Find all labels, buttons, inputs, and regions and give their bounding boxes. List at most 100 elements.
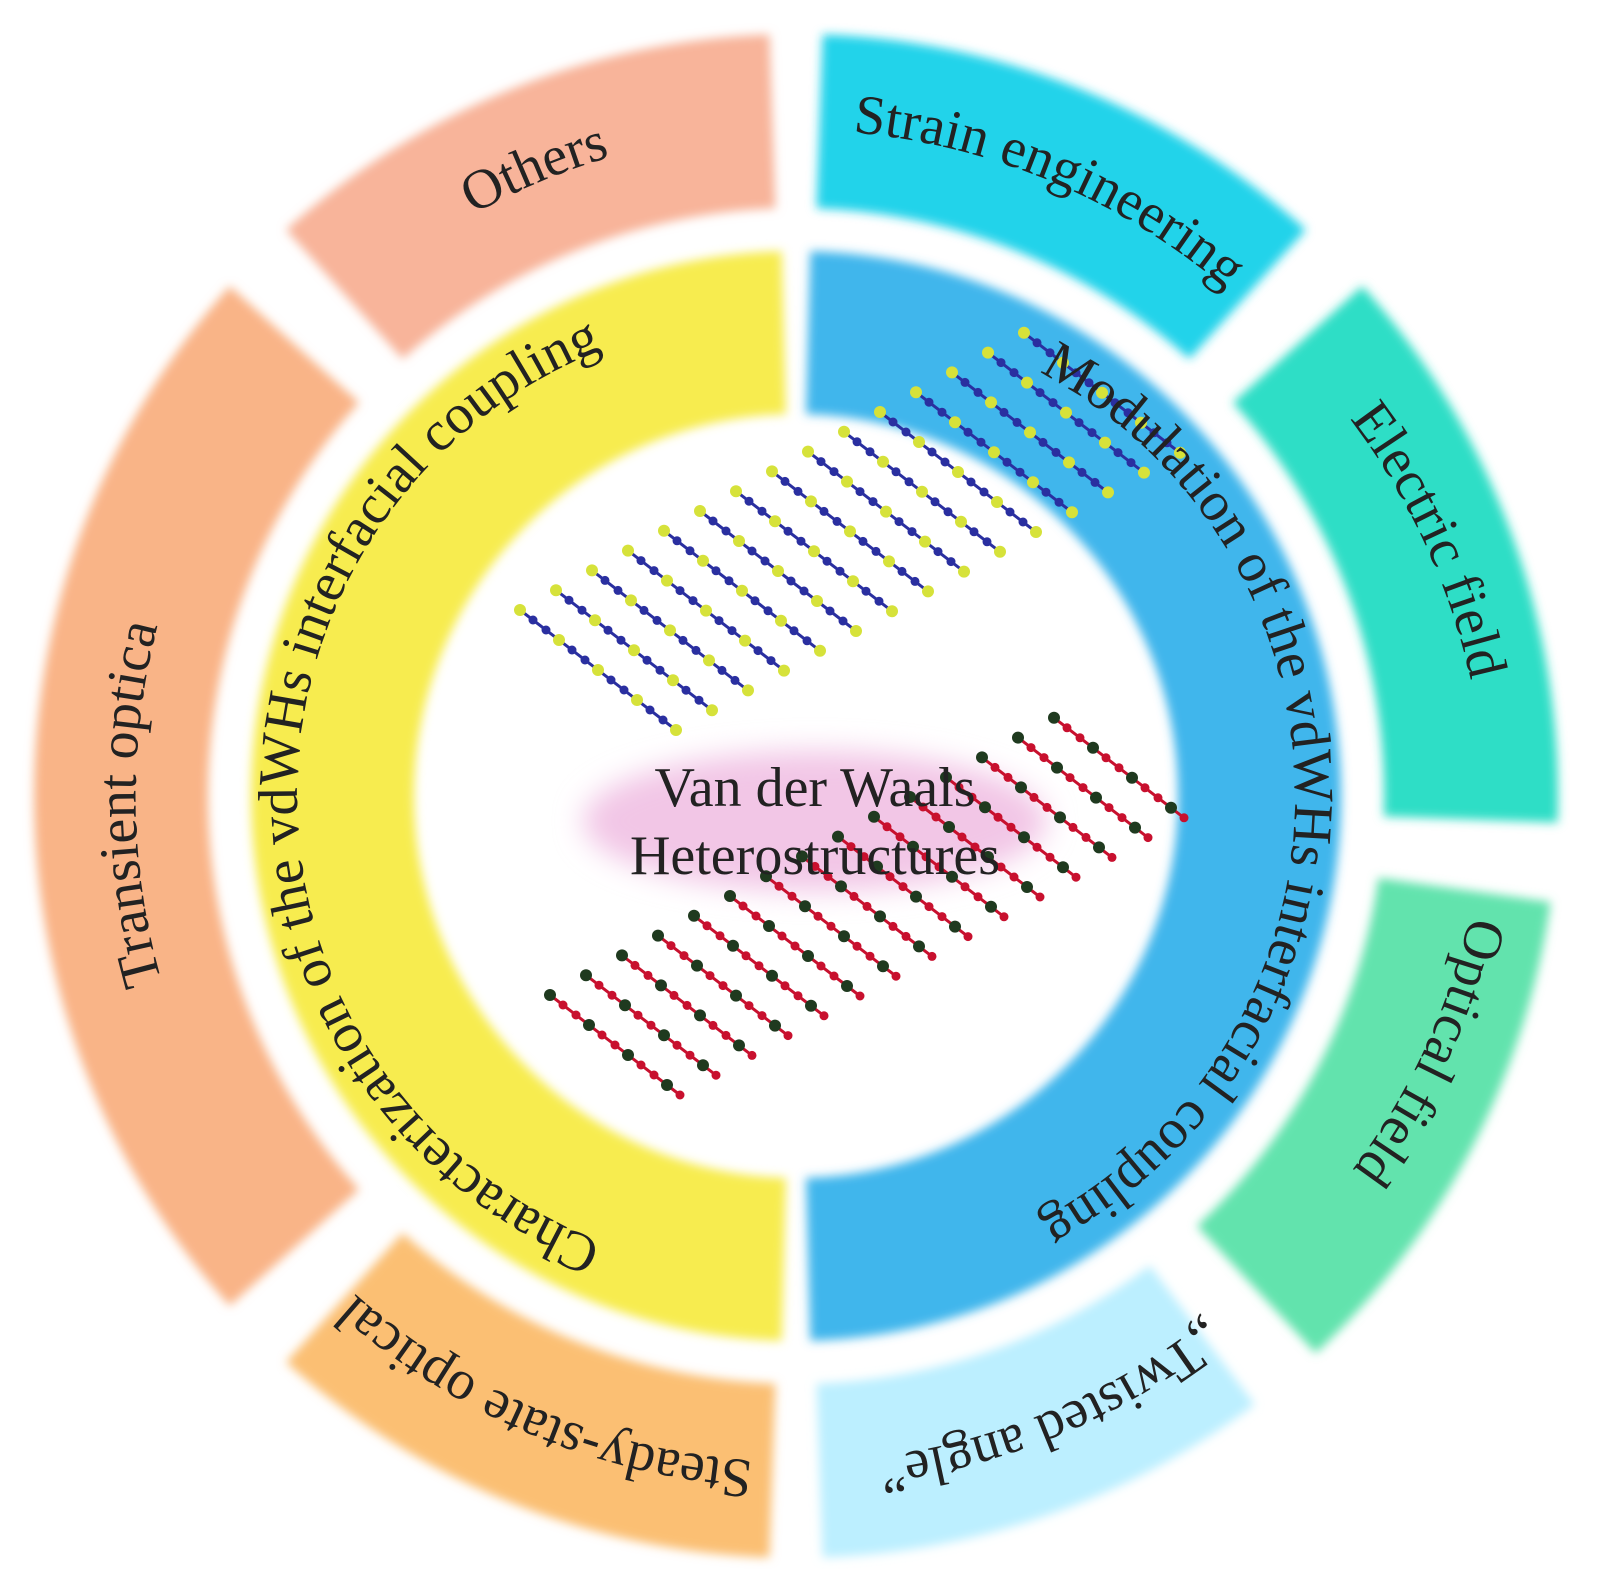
lower-atom xyxy=(610,1040,620,1050)
upper-atom xyxy=(772,565,784,577)
lower-atom xyxy=(1165,801,1177,814)
upper-atom xyxy=(796,536,806,546)
upper-atom xyxy=(930,497,940,507)
upper-atom xyxy=(541,625,551,635)
lower-atom xyxy=(816,961,826,971)
upper-atom xyxy=(721,526,731,536)
lower-atom xyxy=(946,870,958,883)
upper-atom xyxy=(819,506,829,516)
upper-atom xyxy=(808,545,820,558)
lower-atom xyxy=(760,870,772,883)
segment-twisted-angle xyxy=(816,1265,1255,1558)
upper-atom xyxy=(708,516,718,526)
upper-atom xyxy=(988,446,1000,459)
lower-atom xyxy=(829,971,839,981)
upper-atom xyxy=(861,586,871,596)
lower-atom xyxy=(669,990,679,1000)
upper-atom xyxy=(1048,398,1058,408)
lower-atom xyxy=(927,951,937,961)
upper-atom xyxy=(799,586,809,596)
upper-atom xyxy=(1087,428,1097,438)
lower-atom xyxy=(757,1011,767,1021)
lower-atom xyxy=(633,1010,643,1020)
upper-atom xyxy=(996,358,1006,368)
upper-atom xyxy=(739,634,751,647)
lower-atom xyxy=(1114,763,1124,773)
lower-atom xyxy=(862,901,872,911)
upper-atom xyxy=(973,387,983,397)
upper-atom xyxy=(793,486,803,496)
lower-atom xyxy=(868,810,880,823)
lower-atom xyxy=(904,791,916,803)
upper-atom xyxy=(958,565,970,578)
lower-atom xyxy=(649,1070,659,1080)
lower-atom xyxy=(823,871,833,881)
lower-atom xyxy=(918,802,928,812)
upper-atom xyxy=(891,467,901,477)
upper-atom xyxy=(628,644,640,657)
upper-atom xyxy=(603,625,613,635)
upper-atom xyxy=(694,505,706,517)
upper-atom xyxy=(924,397,934,407)
upper-atom xyxy=(1084,378,1094,388)
lower-atom xyxy=(744,1001,754,1011)
upper-atom xyxy=(691,645,701,655)
upper-atom xyxy=(886,605,898,618)
upper-atom xyxy=(1074,418,1084,428)
lower-atom xyxy=(1090,791,1102,804)
upper-atom xyxy=(586,564,598,577)
lower-atom xyxy=(999,912,1009,922)
lower-atom xyxy=(1035,892,1045,902)
segment-transient-optical xyxy=(33,286,360,1306)
upper-atom xyxy=(528,615,538,625)
lower-atom xyxy=(688,909,700,922)
lower-atom xyxy=(790,941,800,951)
lower-atom xyxy=(730,989,742,1002)
upper-atom xyxy=(838,425,850,438)
lower-atom xyxy=(675,1090,685,1100)
upper-atom xyxy=(550,584,562,597)
lower-atom xyxy=(1021,881,1033,893)
upper-atom xyxy=(871,546,881,556)
upper-atom xyxy=(760,556,770,566)
upper-atom xyxy=(1099,436,1111,449)
upper-atom xyxy=(960,377,970,387)
upper-atom xyxy=(1054,497,1064,507)
upper-atom xyxy=(904,477,914,487)
upper-atom xyxy=(1102,486,1114,499)
lower-atom xyxy=(1153,793,1163,803)
upper-atom xyxy=(670,724,682,736)
upper-atom xyxy=(1021,376,1033,389)
upper-atom xyxy=(625,594,637,607)
lower-atom xyxy=(1006,822,1016,832)
segment-optical-field xyxy=(1197,877,1551,1354)
lower-atom xyxy=(1026,743,1036,753)
lower-atom xyxy=(910,890,922,903)
upper-atom xyxy=(805,495,817,508)
lower-atom xyxy=(810,861,820,871)
upper-atom xyxy=(564,595,574,605)
lower-atom xyxy=(705,971,715,981)
upper-atom xyxy=(979,487,989,497)
upper-atom xyxy=(1027,476,1039,489)
segment-electric-field xyxy=(1232,286,1558,823)
upper-atom xyxy=(1012,417,1022,427)
upper-atom xyxy=(567,645,577,655)
upper-atom xyxy=(1045,348,1055,358)
center-title-line2: Heterostructures xyxy=(630,825,1000,887)
lower-atom xyxy=(960,882,970,892)
lower-atom xyxy=(813,911,823,921)
outer-ring xyxy=(33,34,1558,1558)
lower-atom xyxy=(721,1030,731,1040)
lower-atom xyxy=(1003,772,1013,782)
upper-atom xyxy=(1018,326,1030,339)
center-title-line1: Van der Waals xyxy=(654,757,975,819)
lower-atom xyxy=(619,999,631,1012)
lower-atom xyxy=(1140,783,1150,793)
lower-atom xyxy=(783,1031,793,1041)
upper-atom xyxy=(916,485,928,498)
lower-atom xyxy=(931,812,941,822)
upper-atom xyxy=(750,596,760,606)
upper-atom xyxy=(577,605,587,615)
upper-atom xyxy=(664,624,676,637)
